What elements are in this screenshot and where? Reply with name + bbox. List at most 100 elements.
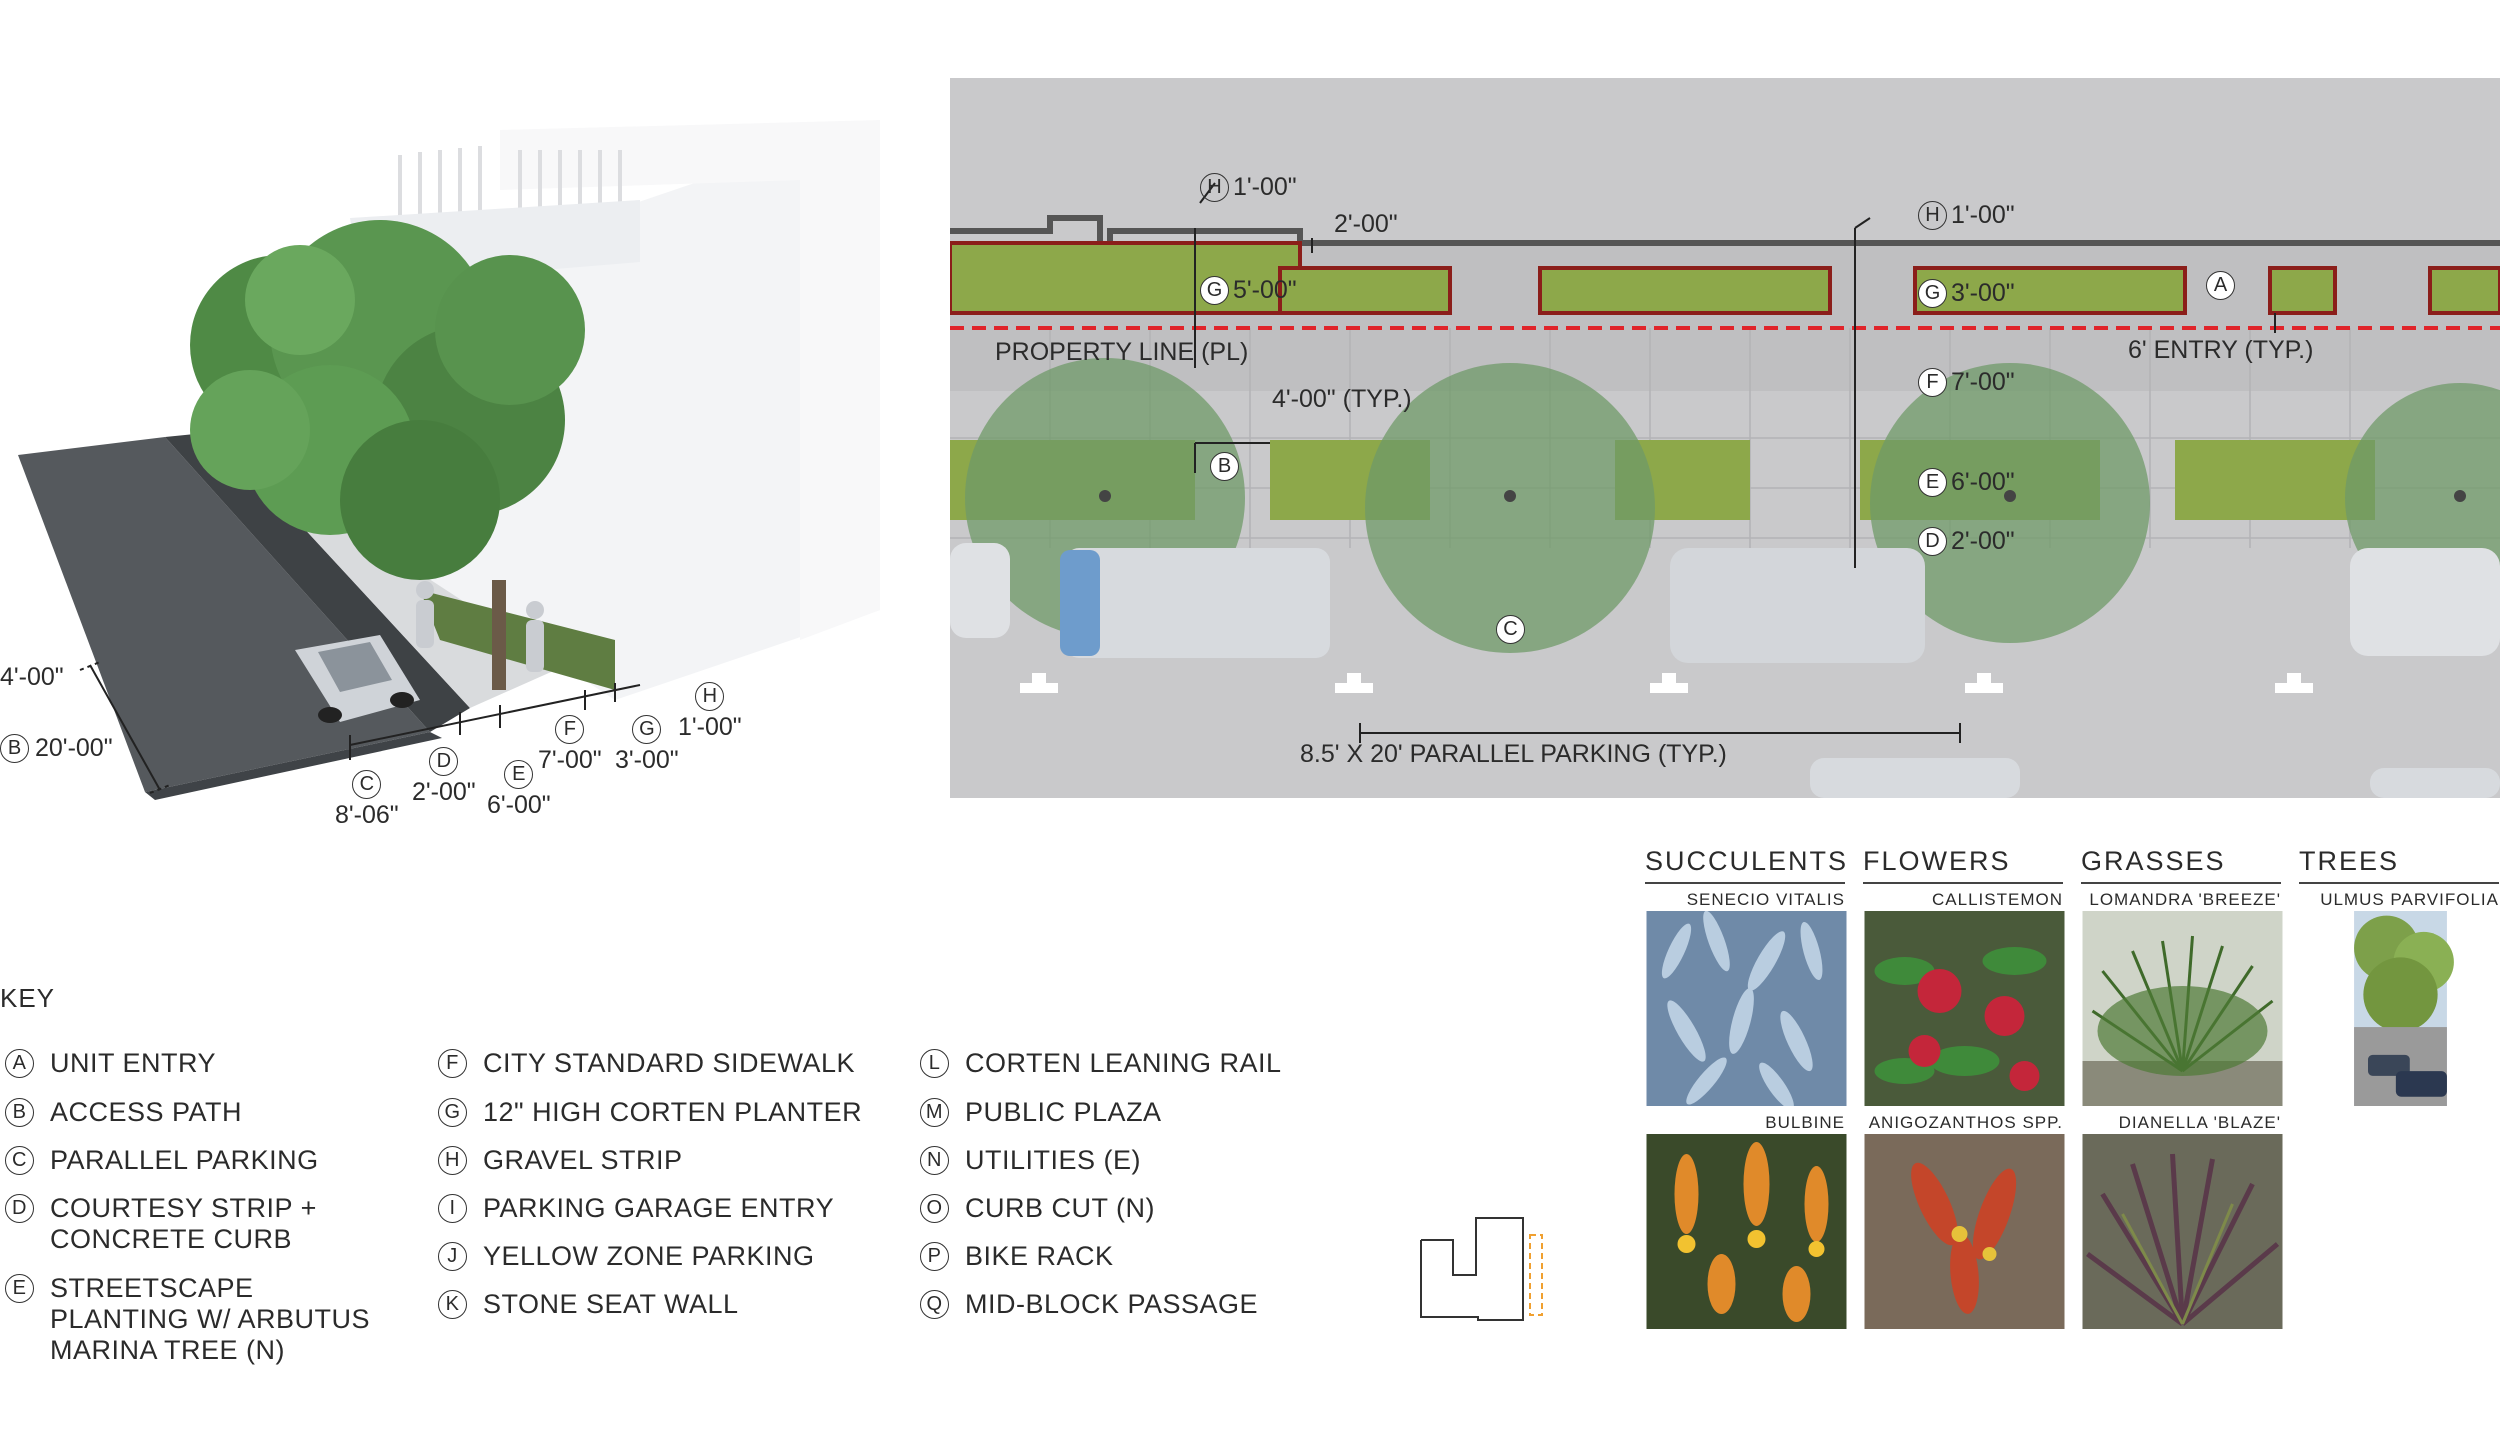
property-line-label: PROPERTY LINE (PL): [995, 338, 1249, 366]
plant-name: ULMUS PARVIFOLIA: [2320, 890, 2499, 909]
key-text: STREETSCAPE PLANTING W/ ARBUTUS MARINA T…: [50, 1273, 371, 1365]
key-text: CORTEN LEANING RAIL: [965, 1048, 1282, 1078]
key-letter: N: [920, 1146, 949, 1175]
key-item-g: G 12" HIGH CORTEN PLANTER: [438, 1097, 862, 1128]
photo-senecio-vitalis: [1645, 911, 1848, 1106]
axon-dim-h: H 1'-00": [678, 682, 742, 742]
key-text: 12" HIGH CORTEN PLANTER: [483, 1097, 863, 1127]
callout-value: 2'-00": [1951, 526, 2015, 555]
key-item-c: C PARALLEL PARKING: [5, 1145, 319, 1176]
key-letter: O: [920, 1194, 949, 1223]
key-text: COURTESY STRIP + CONCRETE CURB: [50, 1193, 317, 1254]
callout-letter: G: [1918, 279, 1947, 308]
parked-car: [295, 635, 420, 723]
callout-value: 5'-00": [1233, 275, 1297, 304]
key-letter: E: [5, 1274, 34, 1303]
axon-dim-g: G 3'-00": [615, 715, 679, 775]
building-top: [495, 75, 880, 130]
axon-dimension-lines: [79, 661, 641, 794]
parking-label: 8.5' X 20' PARALLEL PARKING (TYP.): [1300, 740, 1727, 768]
street-tree: [190, 220, 585, 690]
key-letter: I: [438, 1194, 467, 1223]
key-text: YELLOW ZONE PARKING: [483, 1241, 815, 1271]
gravel-dim-label: 2'-00": [1334, 210, 1398, 238]
site-locator-diagram: [1420, 1217, 1543, 1321]
photo-bulbine-frutescens: [1645, 1134, 1848, 1329]
key-text: ACCESS PATH: [50, 1097, 243, 1127]
callout-e: E: [504, 760, 534, 789]
callout-value: 7'-00": [1951, 367, 2015, 396]
dim-value: 7'-00": [538, 746, 602, 774]
key-text: CURB CUT (N): [965, 1193, 1155, 1223]
callout-value: 6'-00": [1951, 467, 2015, 496]
category-grasses: GRASSES: [2081, 846, 2281, 884]
callout-letter: H: [1918, 201, 1947, 230]
callout-g: G: [632, 715, 662, 744]
plan-callout-h2: H 1'-00": [1918, 200, 2015, 230]
key-item-o: O CURB CUT (N): [920, 1193, 1155, 1224]
key-letter: G: [438, 1098, 467, 1127]
callout-value: 1'-00": [1951, 200, 2015, 229]
plan-callout-g1: G 5'-00": [1200, 275, 1297, 305]
tree-trunks: [1099, 490, 2466, 502]
key-item-i: I PARKING GARAGE ENTRY: [438, 1193, 834, 1224]
photo-callistemon: [1863, 911, 2066, 1106]
pedestrians: [416, 581, 544, 672]
callout-c: C: [352, 770, 382, 799]
entry-label: 6' ENTRY (TYP.): [2128, 336, 2314, 364]
photo-lomandra-breeze: [2081, 911, 2284, 1106]
key-item-j: J YELLOW ZONE PARKING: [438, 1241, 815, 1272]
key-text: UNIT ENTRY: [50, 1048, 217, 1078]
key-letter: J: [438, 1242, 467, 1271]
key-item-m: M PUBLIC PLAZA: [920, 1097, 1162, 1128]
key-letter: A: [5, 1049, 34, 1078]
callout-value: 3'-00": [1951, 278, 2015, 307]
plan-callout-h1: H 1'-00": [1200, 172, 1297, 202]
dim-value: 6'-00": [487, 791, 551, 819]
key-letter: F: [438, 1049, 467, 1078]
dim-value: 3'-00": [615, 746, 679, 774]
key-letter: D: [5, 1194, 34, 1223]
axon-dim-a: 4'-00": [0, 663, 64, 692]
callout-h: H: [695, 682, 725, 711]
plant-name: LOMANDRA 'BREEZE': [2089, 890, 2281, 909]
key-letter: C: [5, 1146, 34, 1175]
callout-letter: B: [1210, 452, 1239, 481]
key-text: PUBLIC PLAZA: [965, 1097, 1162, 1127]
key-letter: P: [920, 1242, 949, 1271]
callout-f: F: [555, 715, 585, 744]
key-text: GRAVEL STRIP: [483, 1145, 683, 1175]
plan-callout-g2: G 3'-00": [1918, 278, 2015, 308]
key-text: BIKE RACK: [965, 1241, 1114, 1271]
key-text: PARALLEL PARKING: [50, 1145, 319, 1175]
key-item-b: B ACCESS PATH: [5, 1097, 242, 1128]
parking-lane: [165, 432, 470, 732]
photo-dianella-blaze: [2081, 1134, 2284, 1329]
tree-photo-caption: EXISTING: [2404, 1306, 2492, 1325]
axonometric-view: [18, 75, 880, 800]
plan-callout-c: C: [1496, 614, 1541, 644]
key-letter: B: [5, 1098, 34, 1127]
street-surface: [18, 437, 430, 792]
key-letter: H: [438, 1146, 467, 1175]
callout-letter: F: [1918, 368, 1947, 397]
plan-callout-d: D 2'-00": [1918, 526, 2015, 556]
key-item-a: A UNIT ENTRY: [5, 1048, 216, 1079]
callout-letter: D: [1918, 527, 1947, 556]
category-flowers: FLOWERS: [1863, 846, 2063, 884]
key-letter: M: [920, 1098, 949, 1127]
key-letter: K: [438, 1290, 467, 1319]
key-title: KEY: [0, 983, 56, 1013]
key-text: MID-BLOCK PASSAGE: [965, 1289, 1259, 1319]
key-text: PARKING GARAGE ENTRY: [483, 1193, 835, 1223]
plan-callout-b: B: [1210, 451, 1255, 481]
callout-letter: C: [1496, 615, 1525, 644]
plant-name: SENECIO VITALIS: [1686, 890, 1845, 909]
key-item-p: P BIKE RACK: [920, 1241, 1114, 1272]
key-item-h: H GRAVEL STRIP: [438, 1145, 683, 1176]
category-trees: TREES: [2299, 846, 2499, 884]
